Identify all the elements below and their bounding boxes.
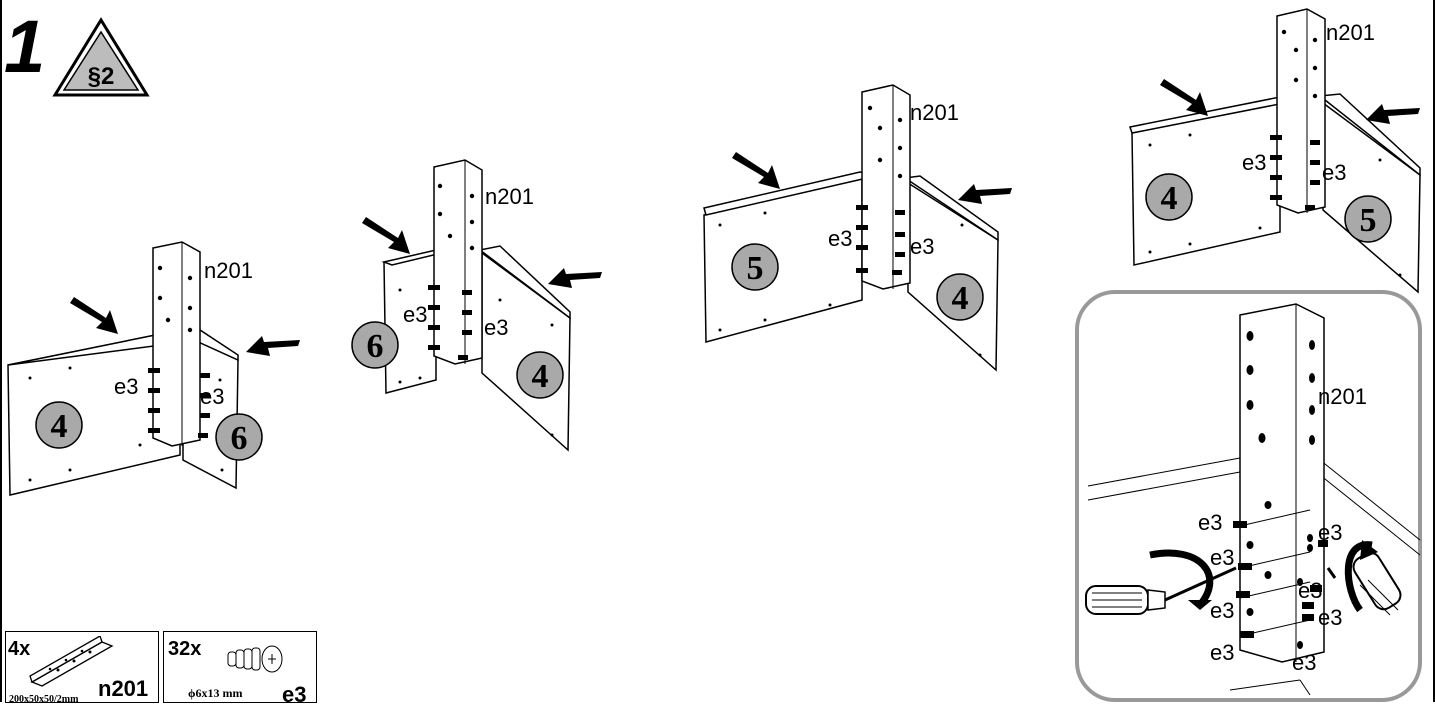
cam-dowel-icon — [227, 645, 283, 673]
screw-label: e3 — [1318, 605, 1342, 630]
bracket-label: n201 — [1318, 384, 1367, 409]
warning-triangle-icon: §2 — [52, 17, 150, 97]
panel-number: 4 — [51, 408, 68, 445]
part-dimensions: ϕ6x13 mm — [188, 686, 243, 700]
screw-label: e3 — [1210, 545, 1234, 570]
panel-number: 5 — [1360, 202, 1377, 239]
arrow-icon — [1160, 79, 1208, 116]
bracket-label: n201 — [910, 100, 959, 125]
panel-number-badge — [1344, 195, 1392, 243]
screw-label: e3 — [1322, 160, 1346, 185]
panel-number-badge — [215, 413, 263, 461]
panel-number-badge — [731, 243, 779, 291]
arrow-icon — [1366, 104, 1420, 124]
screw-label: e3 — [403, 302, 427, 327]
arrow-icon — [732, 152, 780, 189]
panel-number-badge — [351, 321, 399, 369]
part-code: e3 — [282, 682, 307, 707]
arrow-icon — [246, 336, 300, 356]
panel-number: 4 — [532, 358, 549, 395]
bracket-label: n201 — [1326, 20, 1375, 45]
panel-number: 6 — [231, 420, 248, 457]
arrow-icon — [548, 268, 602, 288]
bracket-label: n201 — [485, 184, 534, 209]
part-box-n201: 4x n201 200x50x50/2mm — [5, 631, 159, 705]
part-box-e3: 32x ϕ6x13 mm e3 — [163, 631, 317, 707]
screw-label: e3 — [910, 234, 934, 259]
bracket-label: n201 — [204, 258, 253, 283]
arrow-icon — [70, 297, 118, 334]
screw-label: e3 — [1210, 598, 1234, 623]
screw-label: e3 — [828, 226, 852, 251]
screw-label: e3 — [1292, 650, 1316, 675]
panel-number: 5 — [747, 250, 764, 287]
assembly-1: n201 e3 e3 4 6 — [7, 241, 300, 496]
screw-label: e3 — [1318, 520, 1342, 545]
panel-number: 4 — [1161, 180, 1178, 217]
warning-symbol: §2 — [88, 63, 115, 90]
screw-label: e3 — [1298, 578, 1322, 603]
panel-number-badge — [516, 351, 564, 399]
panel-number: 4 — [952, 280, 969, 317]
part-code: n201 — [98, 676, 149, 701]
arrow-icon — [362, 217, 410, 254]
step-number: 1 — [4, 5, 45, 88]
screw-label: e3 — [1242, 150, 1266, 175]
detail-view: n201 e3 e3 e3 e3 e3 e3 e3 e3 — [1075, 290, 1422, 702]
part-quantity: 4x — [8, 638, 31, 660]
screw-label: e3 — [200, 384, 224, 409]
screw-label: e3 — [484, 315, 508, 340]
assembly-4: n201 e3 e3 4 5 — [1129, 8, 1421, 294]
panel-number-badge — [1145, 173, 1193, 221]
panel-number-badge — [936, 273, 984, 321]
panel-number: 6 — [367, 328, 384, 365]
assembly-2: n201 e3 e3 6 4 — [351, 159, 602, 452]
part-dimensions: 200x50x50/2mm — [9, 694, 79, 705]
part-quantity: 32x — [168, 638, 202, 660]
assembly-3: n201 e3 e3 5 4 — [703, 84, 1012, 372]
arrow-icon — [958, 184, 1012, 204]
screw-label: e3 — [1198, 510, 1222, 535]
screw-label: e3 — [114, 374, 138, 399]
screwdriver-right-icon — [1326, 540, 1402, 616]
screw-label: e3 — [1210, 640, 1234, 665]
panel-number-badge — [35, 401, 83, 449]
angle-bracket-icon — [29, 636, 114, 687]
screwdriver-left-icon — [1085, 549, 1237, 615]
